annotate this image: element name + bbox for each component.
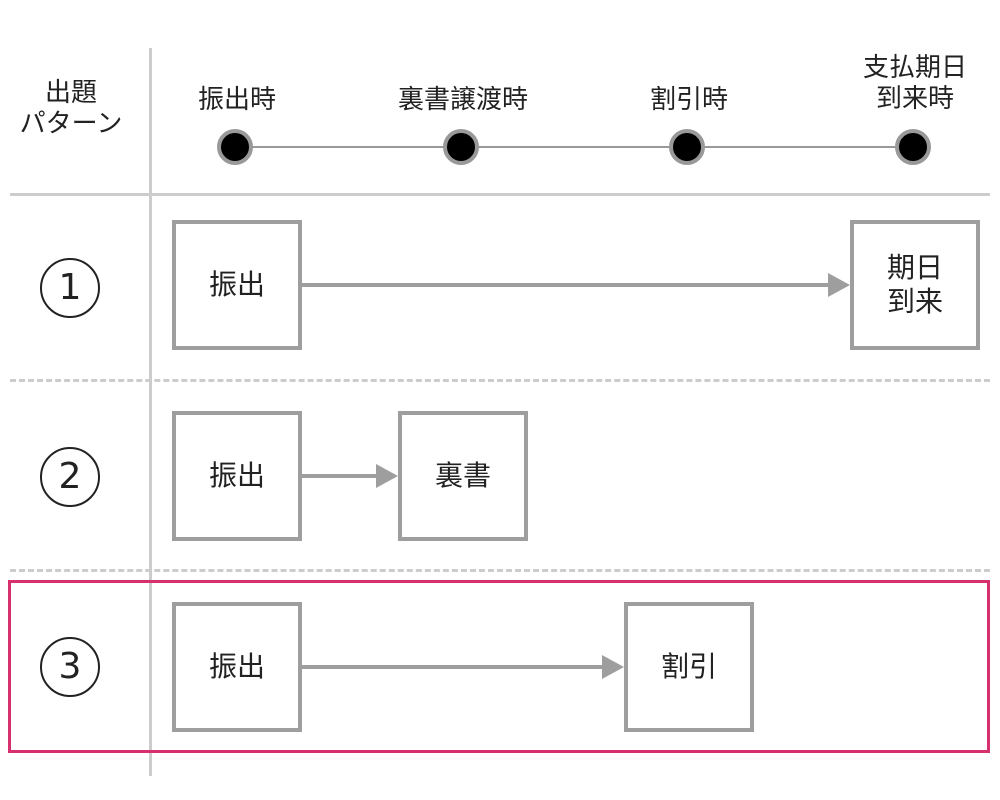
row-number-1: 1: [40, 258, 100, 318]
row1-arrow-line: [302, 283, 830, 287]
timeline-label-due-date-line1: 支払期日: [862, 53, 967, 83]
row-number-1-text: 1: [58, 267, 82, 308]
row3-discount-box-label: 割引: [660, 650, 717, 683]
row1-due-date-box: 期日 到来: [850, 220, 980, 350]
row-number-2-text: 2: [58, 456, 82, 497]
row3-arrow-line: [302, 665, 604, 669]
row-number-3: 3: [40, 637, 100, 697]
row1-issue-box: 振出: [172, 220, 302, 350]
row3-discount-box: 割引: [624, 602, 754, 732]
timeline-label-discount: 割引時: [569, 85, 809, 116]
row3-issue-box-label: 振出: [208, 650, 265, 683]
pattern-title-line1: 出題: [44, 78, 97, 108]
row-number-3-text: 3: [58, 646, 82, 687]
timeline-label-issue: 振出時: [117, 85, 357, 116]
row3-arrow-head: [602, 655, 624, 679]
timeline-dot-issue: [217, 129, 253, 165]
pattern-column-title: 出題 パターン: [0, 78, 142, 140]
row2-arrow-head: [376, 464, 398, 488]
row2-endorsement-box-label: 裏書: [434, 459, 491, 492]
row-number-2: 2: [40, 447, 100, 507]
timeline-dot-discount: [669, 129, 705, 165]
timeline-label-issue-text: 振出時: [197, 85, 276, 115]
timeline-label-discount-text: 割引時: [649, 85, 728, 115]
pattern-title-line2: パターン: [19, 109, 123, 139]
timeline-dot-endorsement: [443, 129, 479, 165]
header-divider: [10, 193, 990, 196]
timeline-label-due-date: 支払期日 到来時: [795, 53, 1000, 115]
row3-highlight-frame: [8, 580, 990, 753]
timeline-label-due-date-line2: 到来時: [875, 84, 954, 114]
row1-issue-box-label: 振出: [208, 268, 265, 301]
row2-issue-box-label: 振出: [208, 459, 265, 492]
timeline-line: [237, 146, 917, 148]
row2-issue-box: 振出: [172, 411, 302, 541]
row3-issue-box: 振出: [172, 602, 302, 732]
timeline-label-endorsement: 裏書譲渡時: [343, 85, 583, 116]
row1-due-date-box-line2: 到来: [886, 285, 943, 318]
row2-endorsement-box: 裏書: [398, 411, 528, 541]
row1-arrow-head: [828, 273, 850, 297]
row-divider-2: [10, 569, 990, 572]
column-divider: [149, 48, 152, 776]
row2-arrow-line: [302, 474, 378, 478]
timeline-label-endorsement-text: 裏書譲渡時: [397, 85, 528, 115]
timeline-dot-due-date: [895, 129, 931, 165]
row-divider-1: [10, 379, 990, 382]
row1-due-date-box-line1: 期日: [886, 251, 943, 284]
